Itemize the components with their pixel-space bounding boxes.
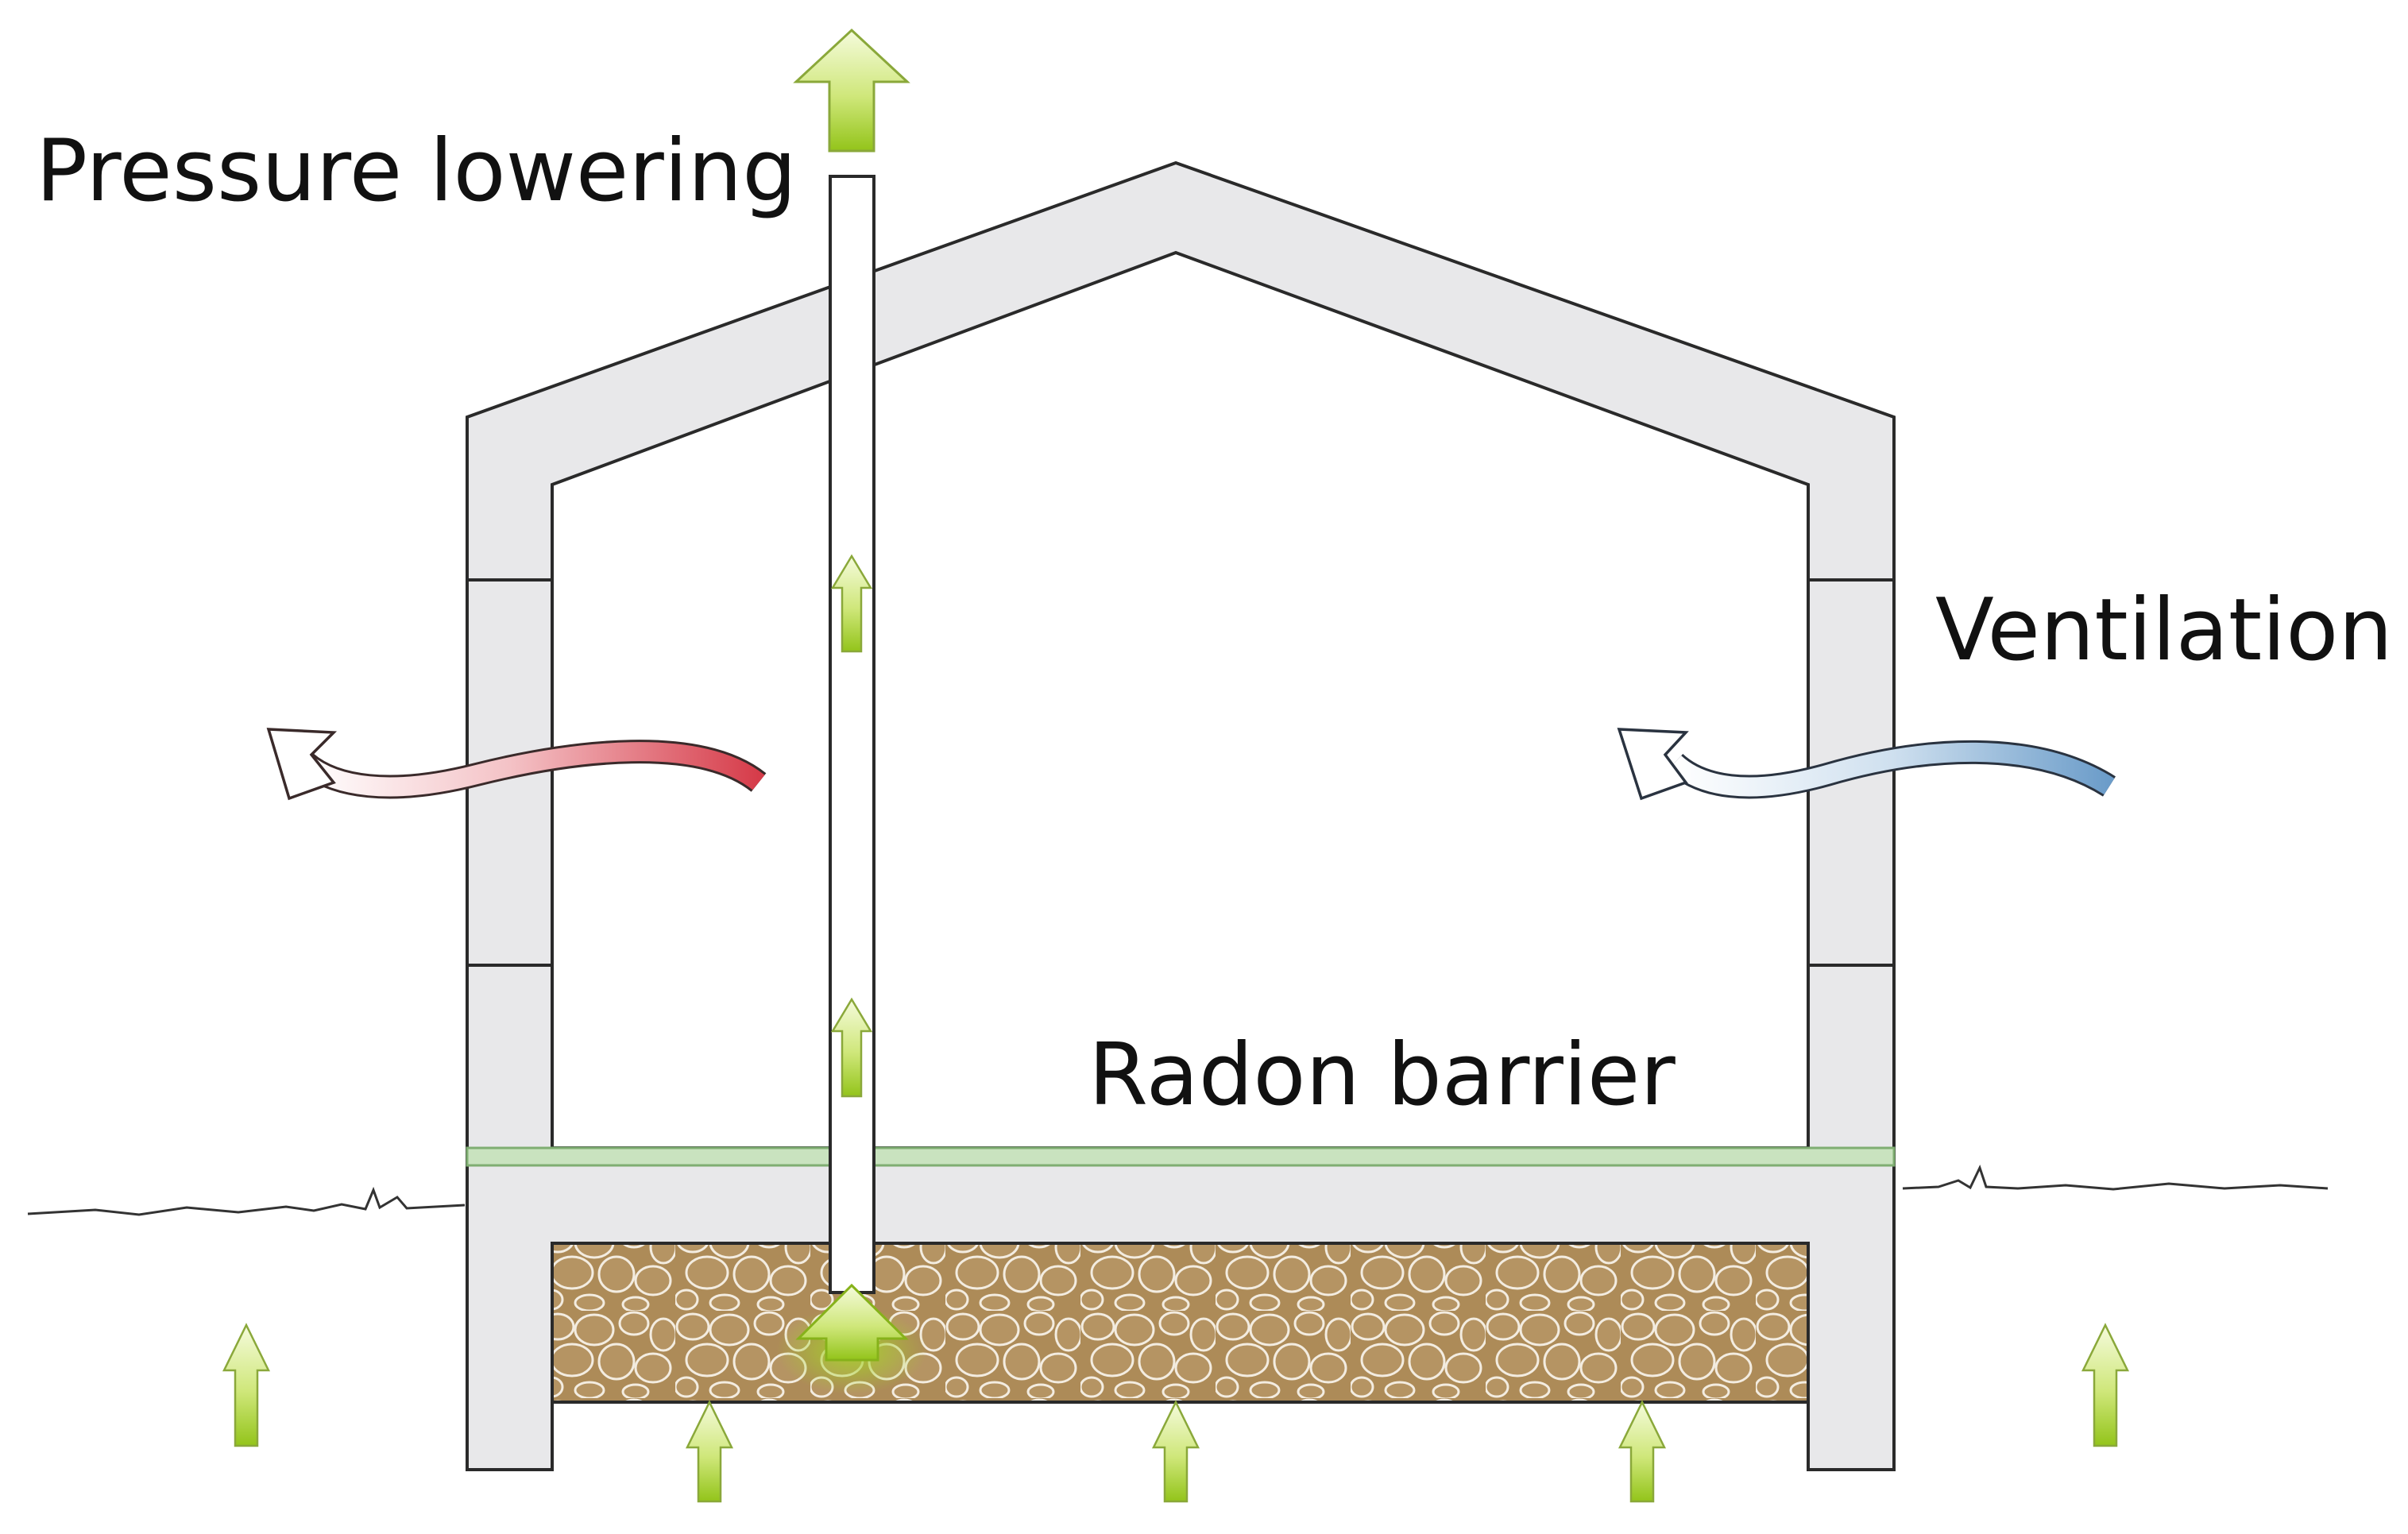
radon-arrow-icon <box>1151 1400 1200 1503</box>
pipe-flow-arrow-icon <box>830 997 873 1098</box>
label-radon-barrier: Radon barrier <box>1088 1026 1676 1125</box>
radon-arrow-icon <box>1618 1400 1667 1503</box>
label-ventilation: Ventilation <box>1935 581 2393 680</box>
radon-arrow-icon <box>2081 1323 2130 1447</box>
exhaust-arrow-icon <box>793 28 910 153</box>
vent-pipe <box>829 175 875 1294</box>
pipe-flow-arrow-icon <box>830 554 873 653</box>
ground-line-left <box>27 1186 466 1216</box>
soil-radon-arrows <box>222 1323 2130 1503</box>
wall-joints <box>467 578 1894 967</box>
ground-line-right <box>1902 1165 2329 1191</box>
inlet-arrow-icon <box>795 1283 909 1362</box>
exhaust-air-arrow-icon <box>266 728 767 801</box>
label-pressure-lowering: Pressure lowering <box>36 122 797 221</box>
radon-arrow-icon <box>222 1323 271 1447</box>
radon-barrier-membrane <box>466 1146 1896 1167</box>
supply-air-arrow-icon <box>1617 728 2116 801</box>
gravel-bed <box>551 1242 1810 1404</box>
radon-arrow-icon <box>685 1400 734 1503</box>
